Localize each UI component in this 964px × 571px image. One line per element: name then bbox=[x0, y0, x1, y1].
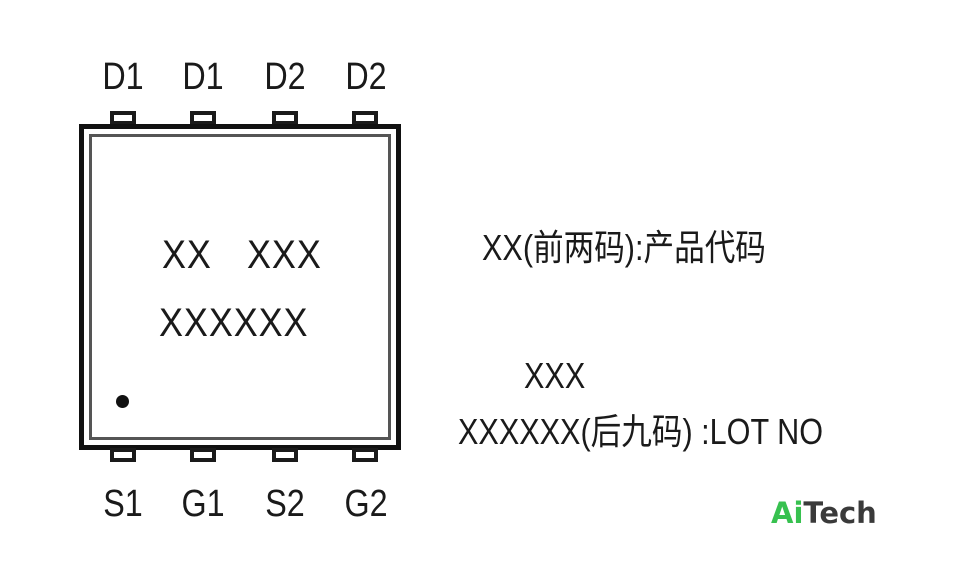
pin-top-3 bbox=[272, 111, 298, 125]
pin-label-top-4: D2 bbox=[345, 56, 387, 98]
marking-product-code: XX bbox=[162, 233, 212, 277]
pin-label-bottom-1: S1 bbox=[103, 483, 143, 525]
pin-top-2 bbox=[190, 111, 216, 125]
pin-label-top-3: D2 bbox=[264, 56, 306, 98]
pin1-indicator-dot bbox=[116, 395, 129, 408]
aitech-logo: AiTech bbox=[771, 496, 877, 530]
pin-label-bottom-2: G1 bbox=[181, 483, 225, 525]
logo-ai-text: Ai bbox=[771, 496, 804, 530]
pin-bottom-3 bbox=[272, 448, 298, 462]
logo-tech-text: Tech bbox=[803, 496, 877, 530]
pin-label-bottom-3: S2 bbox=[265, 483, 305, 525]
legend-product-code: XX(前两码):产品代码 bbox=[482, 227, 766, 268]
pin-bottom-2 bbox=[190, 448, 216, 462]
marking-lot-number: XXXXXX bbox=[159, 301, 309, 345]
legend-date-code: XXX bbox=[524, 355, 586, 396]
pin-top-4 bbox=[352, 111, 378, 125]
pin-bottom-4 bbox=[352, 448, 378, 462]
pin-label-top-2: D1 bbox=[182, 56, 224, 98]
pin-label-top-1: D1 bbox=[102, 56, 144, 98]
package-body: XX XXX XXXXXX bbox=[79, 124, 401, 450]
pin-top-1 bbox=[110, 111, 136, 125]
legend-lot-number: XXXXXX(后九码) :LOT NO bbox=[458, 411, 824, 452]
package-inner-border bbox=[89, 134, 391, 440]
pin-bottom-1 bbox=[110, 448, 136, 462]
marking-date-code: XXX bbox=[247, 233, 322, 277]
pin-label-bottom-4: G2 bbox=[344, 483, 388, 525]
